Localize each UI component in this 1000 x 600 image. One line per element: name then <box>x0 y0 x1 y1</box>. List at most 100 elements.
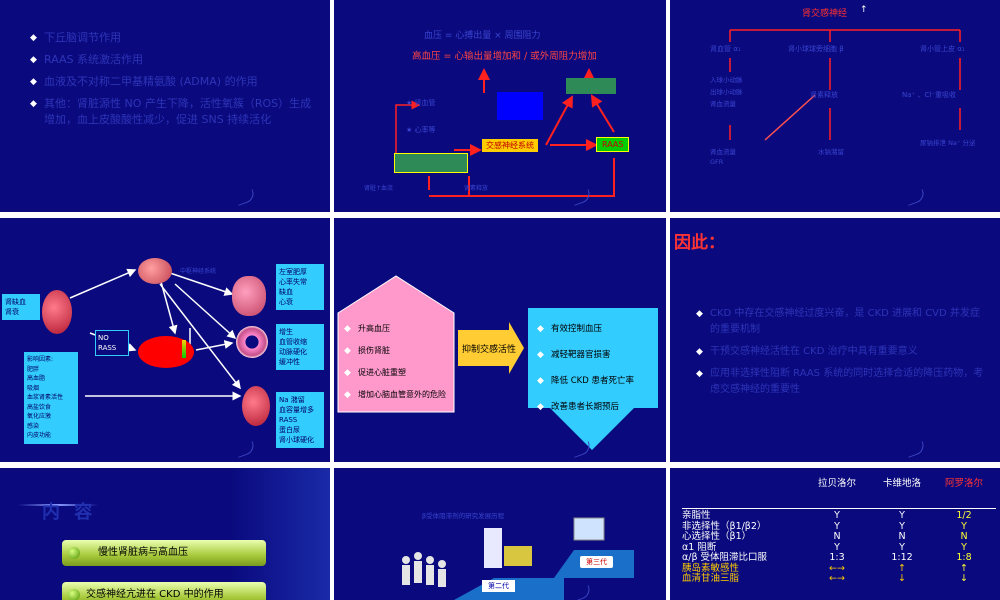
slide2-small-label: ★ 肾血管 <box>406 99 436 107</box>
slide9-header-cell: 阿罗洛尔 <box>944 478 983 489</box>
slide8-title: β受体阻滞剂的研究发展历程 <box>422 512 505 520</box>
slide-thumbnail-7[interactable]: 内 容 慢性肾脏病与高血压 交感神经亢进在 CKD 中的作用 <box>0 468 330 600</box>
slide6-bullet: CKD 中存在交感神经过度兴奋，是 CKD 进展和 CVD 并发症的重要机制 <box>696 306 986 338</box>
slide9-cell: ↑ <box>898 562 906 574</box>
slide1-bullet: 血液及不对称二甲基精氨酸 (ADMA) 的作用 <box>30 74 320 90</box>
slide9-cell: N <box>898 531 906 542</box>
slide1-bullet-text: 其他：肾脏源性 NO 产生下降，活性氧簇（ROS）生成增加，血上皮酸酸性减少，促… <box>44 97 312 126</box>
slide4-bottom-box-line: 感染 <box>27 422 40 430</box>
slide4-right-box-line: 蛋白尿 <box>279 426 300 434</box>
slide5-left-item-text: 促进心脏重塑 <box>358 368 406 377</box>
slide3-col2: 肾素释放 <box>810 91 838 99</box>
slide-thumbnail-2[interactable]: 血压 = 心搏出量 × 周围阻力 高血压 = 心输出量增加和 / 或外周阻力增加… <box>334 0 666 212</box>
slide4-heart <box>232 276 266 316</box>
slide9-table-row: 血清甘油三脂←→↓↓ <box>682 573 996 585</box>
slide4-right-box-3: Na 潴留 血容量增多 RASS 蛋白尿 肾小球硬化 <box>276 392 324 448</box>
slide4-right-box-line: RASS <box>279 416 298 424</box>
slide9-cell: 1:3 <box>829 552 845 563</box>
slide5-left-list: 升高血压 损伤肾脏 促进心脏重塑 增加心脑血管意外的危险 <box>344 318 456 406</box>
slide6-bullet-text: 应用非选择性阻断 RAAS 系统的同时选择合适的降压药物，考虑交感神经的重要性 <box>710 368 984 395</box>
slide2-blue-box <box>497 92 543 120</box>
slide3-tree-diagram <box>729 29 961 141</box>
slide4-right-box-line: 左室肥厚 <box>279 268 307 276</box>
slide1-bullet: RAAS 系统激活作用 <box>30 52 320 68</box>
slide5-right-item: 改善患者长期预后 <box>537 394 657 420</box>
slide3-low-label: 肾血流量 <box>710 148 736 156</box>
slide4-right-box-line: 动脉硬化 <box>279 348 307 356</box>
slide-thumbnail-5[interactable]: 升高血压 损伤肾脏 促进心脏重塑 增加心脑血管意外的危险 抑制交感活性 有效控制… <box>334 218 666 462</box>
slide5-left-item: 促进心脏重塑 <box>344 362 456 384</box>
slide2-raas-box: RAAS <box>596 137 630 152</box>
slide9-row-label: 胰岛素敏感性 <box>682 562 740 574</box>
slide1-bullet-text: RAAS 系统激活作用 <box>44 53 144 66</box>
slide5-left-item: 升高血压 <box>344 318 456 340</box>
slide5-middle-label: 抑制交感活性 <box>462 345 517 355</box>
slide6-title: 因此： <box>674 233 725 253</box>
slide9-row-label: 血清甘油三脂 <box>682 573 740 584</box>
slide2-green-box-top <box>566 78 616 94</box>
slide3-col1-item: 肾血流量 <box>710 100 736 108</box>
slide2-green-box-left <box>394 153 468 173</box>
slide5-right-item: 减轻靶器官损害 <box>537 342 657 368</box>
slide4-left-box: 肾缺血 肾衰 <box>2 294 40 320</box>
slide7-sparkle <box>18 504 98 506</box>
slide3-title: 肾交感神经 <box>802 9 848 19</box>
slide4-right-box-line: 增生 <box>279 328 293 336</box>
slide4-bottom-box-line: 吸烟 <box>27 384 40 392</box>
slide4-arrows <box>69 268 242 401</box>
slide3-low-label: 水钠潴留 <box>818 148 844 156</box>
decoration-swish <box>234 189 257 206</box>
slide3-col1-item: 入球小动脉 <box>710 76 743 84</box>
slide1-bullet: 其他：肾脏源性 NO 产生下降，活性氧簇（ROS）生成增加，血上皮酸酸性减少，促… <box>30 96 320 128</box>
slide4-bottom-box: 影响因素: 肥胖 高血脂 吸烟 血浆肾素活性 高盐饮食 氧化应激 感染 内皮功能 <box>24 352 78 444</box>
slide5-left-item-text: 增加心脑血管意外的危险 <box>358 390 446 399</box>
slide4-bottom-box-line: 氧化应激 <box>27 413 52 420</box>
slide9-cell: Y <box>899 510 905 521</box>
slide9-cell: Y <box>899 541 905 553</box>
slide4-right-box-1: 左室肥厚 心率失常 缺血 心衰 <box>276 264 324 310</box>
slide2-small-label: 肾素释放 <box>464 185 489 192</box>
slide-thumbnail-3[interactable]: 肾交感神经 ↑ 肾血管 α₁ 肾小球球旁细胞 β 肾小管上皮 α₁ 入球小动脉 … <box>670 0 1000 212</box>
slide-thumbnail-4[interactable]: 中枢神经系统 肾缺血 肾衰 NO RASS 左室肥厚 心率失常 缺血 心衰 增生… <box>0 218 330 462</box>
slide9-cell: 1:8 <box>956 552 972 563</box>
slide2-small-label: ★ 心率等 <box>406 126 436 134</box>
slide9-header-row: 拉贝洛尔 卡维地洛 阿罗洛尔 <box>682 478 996 490</box>
slide-thumbnail-1[interactable]: 下丘脑调节作用 RAAS 系统激活作用 血液及不对称二甲基精氨酸 (ADMA) … <box>0 0 330 212</box>
slide6-bullet: 干预交感神经活性在 CKD 治疗中具有重要意义 <box>696 344 986 360</box>
slide5-left-item: 损伤肾脏 <box>344 340 456 362</box>
slide7-item-1[interactable]: 慢性肾脏病与高血压 <box>62 540 266 566</box>
slide9-cell: Y <box>834 520 840 532</box>
slide4-center-box-line: RASS <box>98 344 117 352</box>
slide9-cell: Y <box>834 510 840 521</box>
slide4-right-box-line: 肾小球硬化 <box>279 436 314 444</box>
slide3-receptor: 肾小管上皮 α₁ <box>920 45 965 53</box>
slide9-cell: N <box>960 531 968 542</box>
slide7-item-2[interactable]: 交感神经亢进在 CKD 中的作用 <box>62 582 266 600</box>
slide4-kidney-left <box>42 290 72 334</box>
slide4-right-box-line: 缺血 <box>279 288 293 296</box>
slide9-cell: Y <box>834 541 840 553</box>
slide9-cell: Y <box>961 520 967 532</box>
slide8-gen2-label: 第二代 <box>482 580 515 592</box>
slide3-low-label: GFR <box>710 158 724 166</box>
slide7-item-bullet-icon <box>68 547 80 559</box>
slide9-cell: N <box>833 531 841 542</box>
slide9-row-label: 心选择性（β1） <box>682 531 752 542</box>
slide6-bullet-text: 干预交感神经活性在 CKD 治疗中具有重要意义 <box>710 346 918 357</box>
slide4-bottom-box-line: 肥胖 <box>27 365 40 373</box>
slide4-right-box-line: 缓冲性 <box>279 358 300 366</box>
slide4-right-box-line: 血容量增多 <box>279 406 314 414</box>
slide4-center-box: NO RASS <box>95 330 129 356</box>
slide4-left-box-line: 肾衰 <box>5 308 19 316</box>
slide-thumbnail-6[interactable]: 因此： CKD 中存在交感神经过度兴奋，是 CKD 进展和 CVD 并发症的重要… <box>670 218 1000 462</box>
slide9-row-label: 亲脂性 <box>682 510 711 521</box>
slide3-col1-item: 出球小动脉 <box>710 88 743 96</box>
slide5-right-item: 降低 CKD 患者死亡率 <box>537 368 657 394</box>
slide4-bottom-box-line: 内皮功能 <box>27 432 52 439</box>
slide-thumbnail-8[interactable]: β受体阻滞剂的研究发展历程 第二代 第三代 <box>334 468 666 600</box>
slide9-row-label: 非选择性（β1/β2） <box>682 520 767 532</box>
slide9-cell: ↓ <box>898 573 906 584</box>
